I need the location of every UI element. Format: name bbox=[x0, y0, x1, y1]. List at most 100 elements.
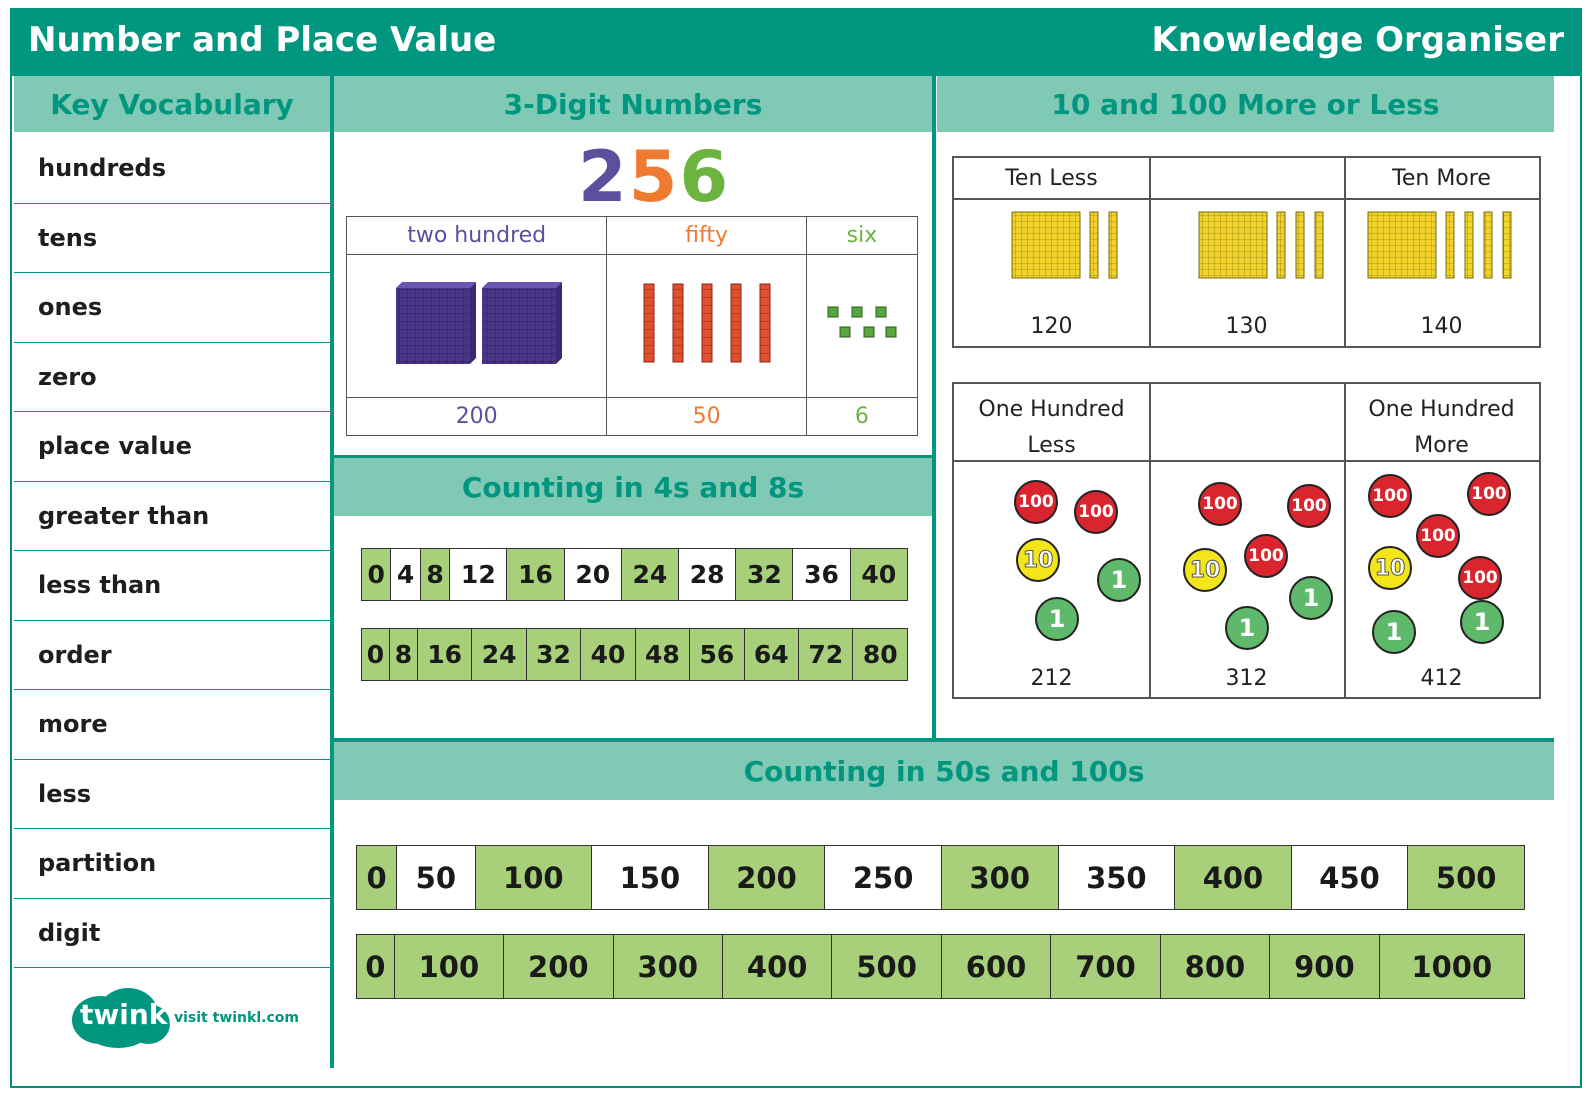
count-cell: 80 bbox=[852, 628, 908, 681]
more-less-heading: 10 and 100 More or Less bbox=[937, 76, 1554, 132]
page-subtitle: Knowledge Organiser bbox=[1151, 20, 1564, 60]
hundred-coin-icon: 100 bbox=[1074, 490, 1118, 534]
count-cell: 0 bbox=[356, 934, 395, 999]
count-cell: 300 bbox=[612, 934, 723, 999]
count-cell: 350 bbox=[1057, 845, 1176, 910]
count-by-8-strip: 0 8 16 24 32 40 48 56 64 72 80 bbox=[361, 628, 908, 681]
value-312: 312 bbox=[1225, 666, 1268, 691]
counting-50-100-heading-text: Counting in 50s and 100s bbox=[743, 754, 1145, 788]
one-coin-icon: 1 bbox=[1035, 597, 1079, 641]
hundred-more-less-box: One Hundred Less One Hundred More 212 31… bbox=[952, 382, 1541, 699]
count-cell: 0 bbox=[361, 628, 390, 681]
count-cell: 150 bbox=[591, 845, 709, 910]
ten-coin-icon: 10 bbox=[1016, 538, 1060, 582]
value-212: 212 bbox=[1030, 666, 1073, 691]
one-coin-icon: 1 bbox=[1289, 576, 1333, 620]
hundred-coin-icon: 100 bbox=[1014, 480, 1058, 524]
count-cell: 400 bbox=[721, 934, 833, 999]
more-less-heading-text: 10 and 100 More or Less bbox=[1051, 87, 1440, 121]
count-cell: 200 bbox=[503, 934, 614, 999]
vocab-heading: Key Vocabulary bbox=[14, 76, 330, 132]
hundred-coin-icon: 100 bbox=[1198, 482, 1242, 526]
divider bbox=[1344, 384, 1346, 697]
count-cell: 500 bbox=[831, 934, 942, 999]
cloud-icon bbox=[72, 988, 170, 1048]
pv-value-hundreds: 200 bbox=[345, 396, 608, 437]
count-cell: 0 bbox=[360, 548, 392, 601]
hundred-more-label: One Hundred More bbox=[1344, 392, 1539, 464]
counting-4-8-heading-text: Counting in 4s and 8s bbox=[461, 470, 805, 504]
ten-rods-icon bbox=[643, 283, 771, 363]
count-cell: 4 bbox=[390, 548, 421, 601]
vocab-item: less than bbox=[14, 551, 330, 621]
visit-link[interactable]: visit twinkl.com bbox=[174, 1010, 299, 1026]
count-by-50-strip: 0 50 100 150 200 250 300 350 400 450 500 bbox=[355, 845, 1525, 910]
count-cell: 450 bbox=[1290, 845, 1409, 910]
count-cell: 100 bbox=[474, 845, 593, 910]
count-cell: 1000 bbox=[1378, 934, 1526, 999]
count-cell: 50 bbox=[396, 845, 476, 910]
ten-more-less-box: Ten Less Ten More 120 130 140 bbox=[952, 156, 1541, 348]
base-ten-blocks-icon bbox=[1367, 211, 1512, 279]
divider bbox=[334, 738, 1554, 742]
hundred-less-label-line1: One Hundred bbox=[978, 397, 1125, 422]
base-ten-blocks-icon bbox=[1198, 211, 1324, 279]
page-title: Number and Place Value bbox=[28, 20, 497, 60]
top-banner: Number and Place Value Knowledge Organis… bbox=[10, 8, 1582, 76]
divider bbox=[954, 460, 1539, 462]
ones-digit: 6 bbox=[679, 136, 731, 218]
count-cell: 40 bbox=[849, 548, 909, 601]
vocab-item: zero bbox=[14, 343, 330, 412]
count-cell: 800 bbox=[1159, 934, 1271, 999]
ten-less-label: Ten Less bbox=[1005, 166, 1098, 191]
tens-digit: 5 bbox=[628, 136, 680, 218]
count-cell: 20 bbox=[563, 548, 622, 601]
count-cell: 8 bbox=[388, 628, 418, 681]
count-cell: 32 bbox=[735, 548, 794, 601]
count-cell: 200 bbox=[707, 845, 826, 910]
twinkl-logo[interactable]: twinkl visit twinkl.com bbox=[70, 986, 300, 1052]
one-coin-icon: 1 bbox=[1460, 600, 1504, 644]
ten-coin-icon: 10 bbox=[1183, 548, 1227, 592]
logo-wordmark: twinkl bbox=[80, 998, 178, 1031]
hundred-coin-icon: 100 bbox=[1416, 514, 1460, 558]
pv-word-hundreds: two hundred bbox=[345, 215, 608, 256]
count-cell: 12 bbox=[449, 548, 508, 601]
value-412: 412 bbox=[1420, 666, 1463, 691]
three-digit-heading-text: 3-Digit Numbers bbox=[503, 87, 763, 121]
pv-value-ones: 6 bbox=[805, 396, 919, 437]
count-cell: 64 bbox=[743, 628, 800, 681]
hundred-coin-icon: 100 bbox=[1244, 534, 1288, 578]
divider bbox=[932, 76, 936, 740]
value-130: 130 bbox=[1225, 314, 1268, 339]
count-cell: 8 bbox=[419, 548, 451, 601]
base-ten-blocks-icon bbox=[1011, 211, 1118, 279]
pv-blocks-hundreds bbox=[345, 254, 608, 398]
count-cell: 72 bbox=[798, 628, 854, 681]
hundred-coin-icon: 100 bbox=[1458, 556, 1502, 600]
counting-4-8-heading: Counting in 4s and 8s bbox=[334, 458, 932, 516]
vocab-item: hundreds bbox=[14, 134, 330, 204]
hundred-blocks-icon bbox=[395, 281, 562, 364]
count-cell: 28 bbox=[678, 548, 737, 601]
hundred-coin-icon: 100 bbox=[1467, 472, 1511, 516]
count-cell: 40 bbox=[580, 628, 636, 681]
ten-coin-icon: 10 bbox=[1368, 546, 1412, 590]
counting-50-100-heading: Counting in 50s and 100s bbox=[334, 742, 1554, 800]
count-cell: 24 bbox=[620, 548, 680, 601]
hundred-more-label-line2: More bbox=[1414, 433, 1469, 458]
count-cell: 400 bbox=[1174, 845, 1292, 910]
hundred-less-label-line2: Less bbox=[1027, 433, 1076, 458]
vocab-item: less bbox=[14, 760, 330, 829]
vocab-item: greater than bbox=[14, 482, 330, 551]
count-cell: 300 bbox=[940, 845, 1059, 910]
vocab-item: digit bbox=[14, 899, 330, 968]
divider bbox=[954, 198, 1539, 200]
count-cell: 500 bbox=[1407, 845, 1525, 910]
count-by-4-strip: 0 4 8 12 16 20 24 28 32 36 40 bbox=[360, 548, 909, 601]
count-cell: 32 bbox=[525, 628, 582, 681]
value-120: 120 bbox=[1030, 314, 1073, 339]
three-digit-heading: 3-Digit Numbers bbox=[334, 76, 932, 132]
vocab-item: tens bbox=[14, 204, 330, 273]
pv-word-ones: six bbox=[805, 215, 919, 256]
